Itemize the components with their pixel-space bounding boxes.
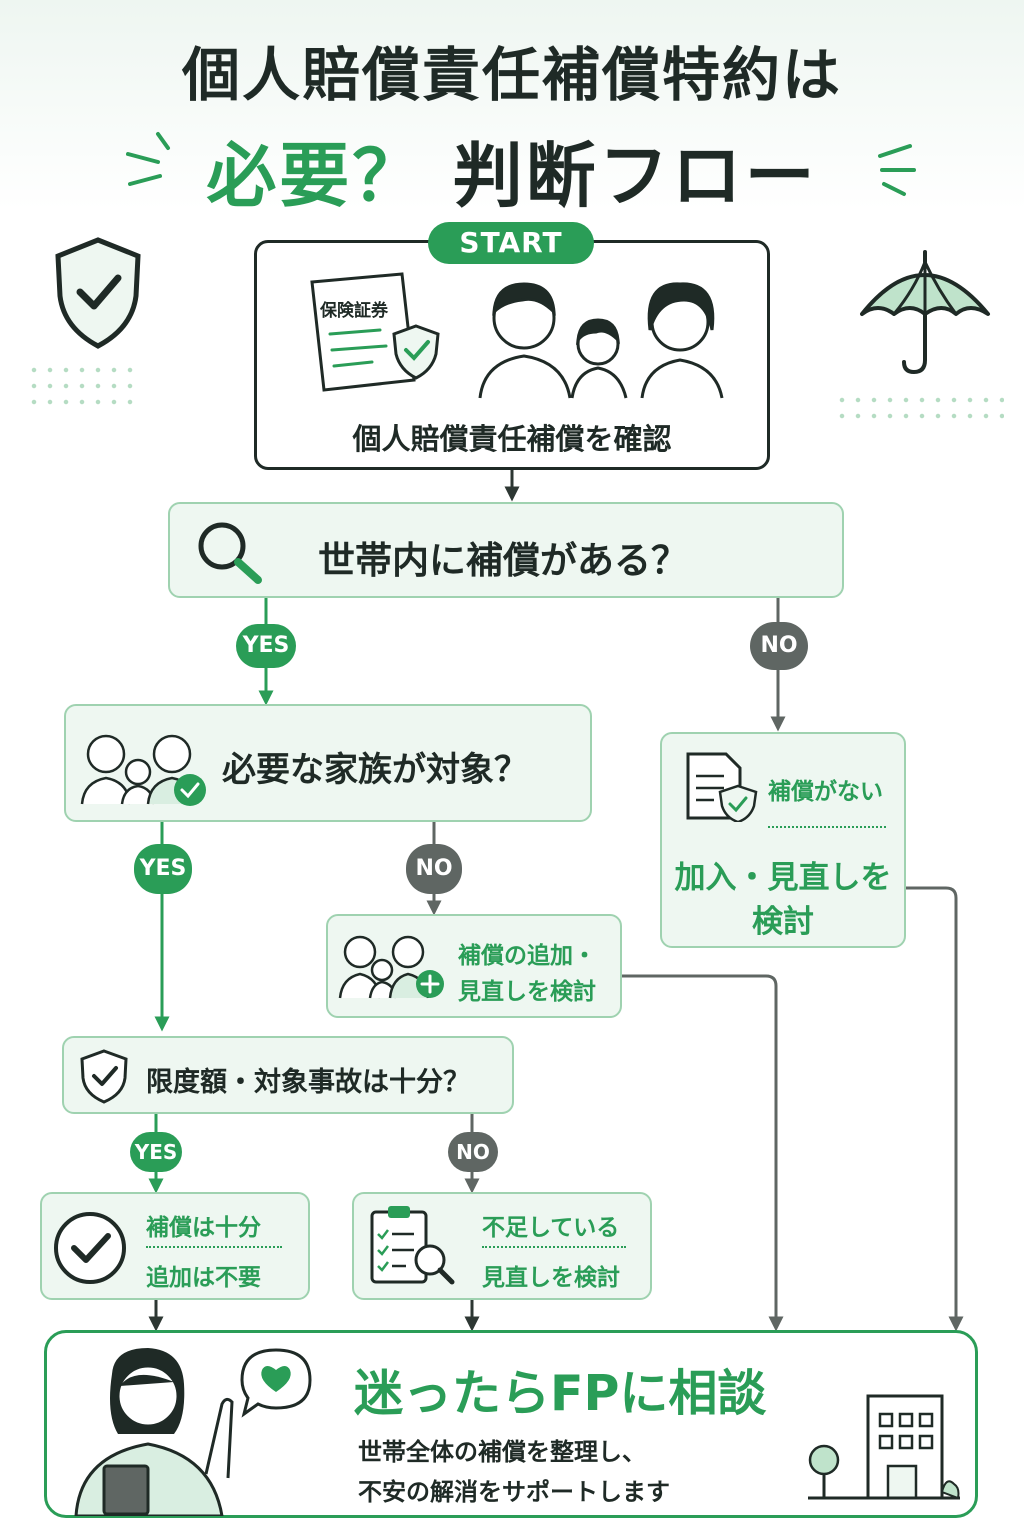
- sparkle-left-icon: [126, 132, 170, 186]
- family-check-icon: [80, 734, 206, 806]
- insufficient-line-2: 見直しを検討: [482, 1265, 620, 1291]
- question-1-text: 世帯内に補償がある？: [318, 539, 688, 582]
- document-label: 保険証券: [320, 301, 388, 321]
- page-subtitle: 必要？ 判断フロー: [0, 120, 1024, 221]
- shield-check-small-icon: [80, 1049, 128, 1104]
- insufficient-divider: [482, 1246, 626, 1248]
- no-coverage-main-1: 加入・見直しを: [674, 860, 892, 896]
- consult-line-2: 不安の解消をサポートします: [358, 1478, 670, 1506]
- yes-badge-2: YES: [134, 844, 192, 894]
- insufficient-line-1: 不足している: [482, 1215, 620, 1241]
- add-review-line-1: 補償の追加・: [458, 943, 596, 969]
- clipboard-search-icon: [370, 1206, 455, 1285]
- consult-box: [44, 1330, 978, 1518]
- add-review-box: [326, 914, 622, 1018]
- consult-title: 迷ったらFPに相談: [354, 1365, 767, 1422]
- advisor-icon: [74, 1348, 234, 1516]
- shield-check-icon: [55, 237, 141, 349]
- no-coverage-sub: 補償がない: [768, 779, 883, 805]
- title-emphasis: 必要？: [206, 135, 426, 217]
- page-title: 個人賠償責任補償特約は: [181, 41, 842, 109]
- question-limit-sufficient: [62, 1036, 514, 1114]
- document-shield-icon: [686, 752, 758, 822]
- no-badge-1: NO: [750, 622, 808, 670]
- dot-pattern-left: [26, 362, 141, 412]
- no-coverage-divider: [768, 826, 886, 828]
- building-icon: [808, 1394, 960, 1500]
- yes-badge-3: YES: [130, 1132, 182, 1172]
- dot-pattern-right: [834, 392, 1004, 422]
- check-circle-icon: [54, 1212, 126, 1284]
- tree-icon: [808, 1444, 840, 1476]
- insurance-document-icon: [310, 272, 440, 392]
- no-badge-3: NO: [448, 1132, 498, 1172]
- question-3-text: 限度額・対象事故は十分？: [146, 1067, 470, 1098]
- umbrella-icon: [860, 250, 990, 375]
- no-badge-2: NO: [406, 844, 462, 894]
- question-household-coverage: [168, 502, 844, 598]
- start-badge: START: [428, 222, 594, 264]
- consult-line-1: 世帯全体の補償を整理し、: [358, 1438, 646, 1466]
- sufficient-line-1: 補償は十分: [146, 1215, 261, 1241]
- add-review-line-2: 見直しを検討: [458, 979, 596, 1005]
- sufficient-divider: [146, 1246, 282, 1248]
- sufficient-line-2: 追加は不要: [146, 1265, 261, 1291]
- title-rest: 判断フロー: [452, 135, 818, 217]
- family-add-icon: [338, 935, 444, 999]
- header-band: [0, 0, 1024, 210]
- yes-badge-1: YES: [236, 624, 296, 668]
- question-2-text: 必要な家族が対象？: [222, 750, 528, 790]
- sparkle-right-icon: [878, 144, 916, 196]
- family-icon: [478, 282, 724, 399]
- heart-bubble-icon: [240, 1348, 312, 1418]
- magnifier-icon: [198, 522, 262, 584]
- start-caption: 個人賠償責任補償を確認: [352, 422, 672, 456]
- no-coverage-main-2: 検討: [752, 904, 814, 940]
